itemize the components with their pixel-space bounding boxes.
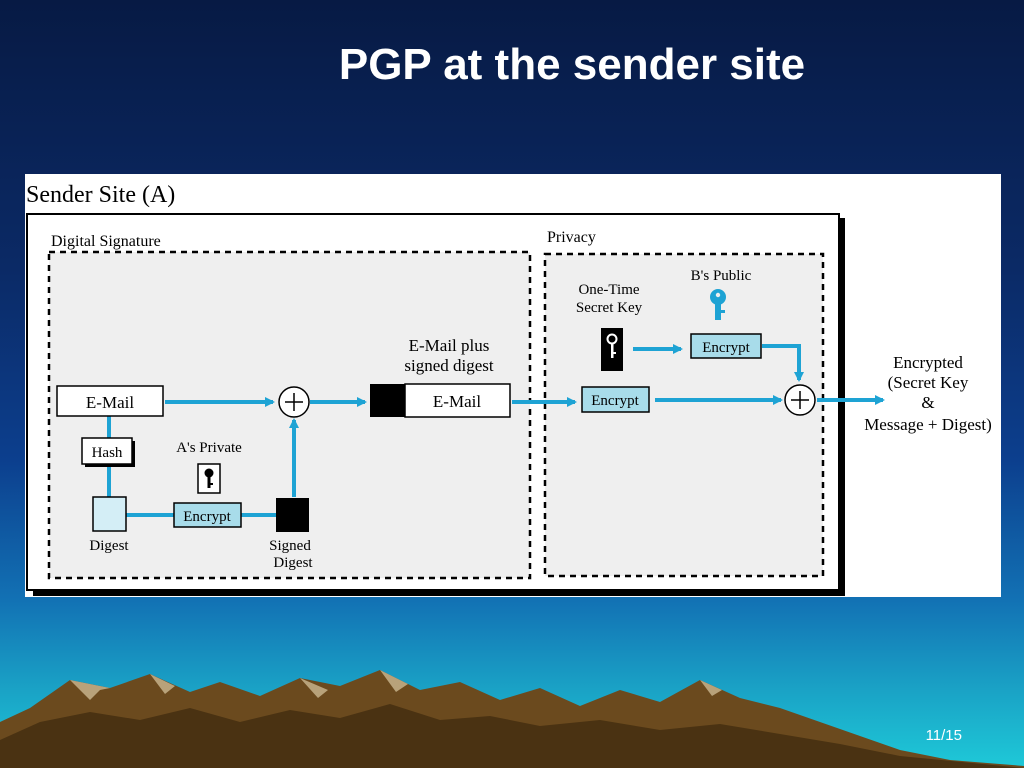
signed-digest-label-line2: Digest bbox=[273, 555, 313, 571]
encrypt-b-label: Encrypt bbox=[702, 340, 750, 356]
pgp-sender-diagram: Sender Site (A) Digital Signature Privac… bbox=[25, 174, 1001, 597]
output-label-line4: Message + Digest) bbox=[864, 415, 992, 434]
b-public-label: B's Public bbox=[691, 268, 752, 284]
email-box-label: E-Mail bbox=[86, 393, 134, 412]
output-label-line3: & bbox=[921, 393, 934, 412]
combined-email-label: E-Mail bbox=[433, 392, 481, 411]
digest-label: Digest bbox=[89, 538, 129, 554]
signed-digest-box bbox=[276, 498, 309, 532]
mountain-landscape bbox=[0, 670, 1024, 768]
encrypt-a-label: Encrypt bbox=[183, 509, 231, 525]
encrypt-privacy-label: Encrypt bbox=[591, 393, 639, 409]
hash-box-label: Hash bbox=[92, 445, 123, 461]
hash-box bbox=[81, 437, 133, 465]
concatenate-icon bbox=[278, 386, 310, 418]
combined-label-line1: E-Mail plus bbox=[409, 336, 490, 355]
a-private-label: A's Private bbox=[176, 440, 242, 456]
digital-signature-label: Digital Signature bbox=[51, 233, 161, 250]
privacy-panel bbox=[543, 252, 825, 578]
encrypt-b-box bbox=[690, 333, 762, 359]
combined-label-line2: signed digest bbox=[404, 356, 494, 375]
encrypt-privacy-box bbox=[581, 386, 650, 413]
onetime-label-line2: Secret Key bbox=[576, 300, 643, 316]
privacy-label: Privacy bbox=[547, 229, 596, 246]
output-label-line1: Encrypted bbox=[893, 353, 963, 372]
slide-title: PGP at the sender site bbox=[338, 40, 806, 89]
email-box bbox=[56, 385, 164, 417]
concatenate-icon-2 bbox=[784, 384, 816, 416]
onetime-secret-key-icon bbox=[601, 328, 623, 371]
digest-box bbox=[92, 496, 127, 532]
output-label-line2: (Secret Key bbox=[888, 373, 969, 392]
a-private-key-icon bbox=[197, 463, 221, 494]
sender-site-label: Sender Site (A) bbox=[26, 182, 175, 208]
arrow-encrypt-b-to-plus bbox=[762, 344, 804, 382]
onetime-label-line1: One-Time bbox=[578, 282, 639, 298]
combined-email-box bbox=[404, 383, 511, 418]
encrypt-a-box bbox=[173, 502, 242, 528]
page-number: 11/15 bbox=[925, 727, 962, 744]
signed-digest-label-line1: Signed bbox=[269, 538, 311, 554]
b-public-key-icon bbox=[710, 289, 726, 320]
combined-signed-digest-block bbox=[370, 384, 405, 417]
